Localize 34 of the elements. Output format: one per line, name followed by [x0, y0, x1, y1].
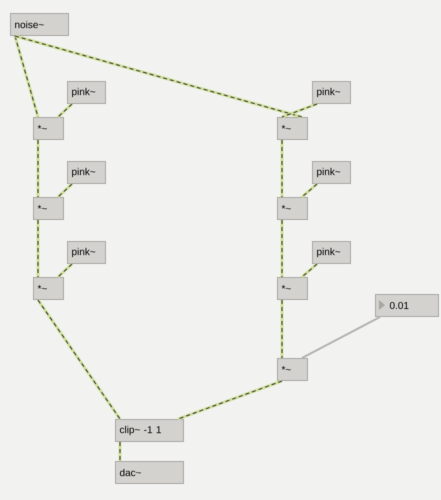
object-box: *~ — [277, 197, 308, 220]
signal-cord — [280, 140, 284, 198]
signal-cord — [36, 299, 122, 420]
signal-cord — [14, 36, 40, 118]
object-box: clip~ -1 1 — [115, 419, 184, 442]
patch-cord — [302, 316, 380, 359]
signal-cord — [118, 442, 122, 462]
signal-cord — [56, 102, 74, 118]
object-box: noise~ — [10, 13, 69, 36]
signal-cord — [280, 300, 284, 358]
signal-cord — [56, 262, 74, 278]
object-box: pink~ — [67, 161, 106, 184]
signal-cord — [36, 140, 40, 198]
object-box: pink~ — [67, 81, 106, 104]
object-box: *~ — [277, 358, 308, 381]
object-box: pink~ — [312, 241, 351, 264]
object-box: *~ — [33, 277, 64, 300]
object-box: pink~ — [312, 161, 351, 184]
number-box: 0.01 — [375, 294, 439, 317]
object-box: *~ — [33, 117, 64, 140]
object-box: pink~ — [67, 241, 106, 264]
signal-cord — [14, 34, 302, 118]
signal-cord — [177, 380, 282, 420]
object-box: pink~ — [312, 81, 351, 104]
object-box: *~ — [277, 117, 308, 140]
signal-cord — [281, 102, 318, 118]
signal-cord — [36, 220, 40, 278]
object-box: dac~ — [115, 461, 184, 484]
object-box: *~ — [33, 197, 64, 220]
signal-cord — [280, 220, 284, 278]
signal-cord — [301, 182, 318, 198]
object-box: *~ — [277, 277, 308, 300]
signal-cord — [301, 262, 318, 278]
signal-cord — [56, 182, 74, 198]
